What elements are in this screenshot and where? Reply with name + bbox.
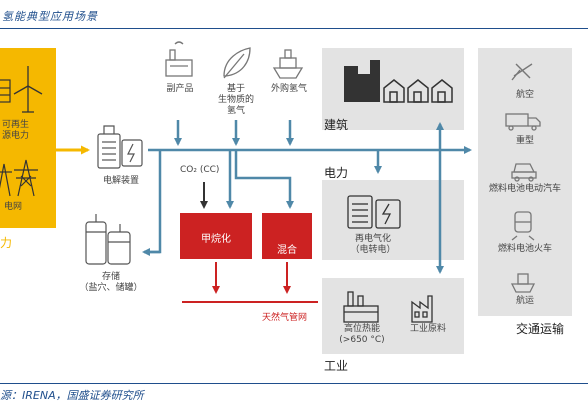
repower-label: 再电气化 （电转电） [342,234,404,256]
storage-label-line1: 存储 [101,272,120,282]
high-heat-label-line2: (>650 °C) [339,335,385,345]
repower-label-line1: 再电气化 [354,234,391,244]
transport-item-heavy-duty: 重型 [515,136,534,146]
wind-turbine-icon [13,66,43,113]
transport-panel [478,48,572,316]
transport-item-fuel-cell-car: 燃料电池电动汽车 [488,184,561,194]
building-label: 建筑 [324,118,349,132]
byproduct-label: 副产品 [166,84,194,94]
page-title: 氢能典型应用场景 [2,10,98,23]
transport-label: 交通运输 [516,322,565,336]
mixing-box: 混合 [262,213,312,259]
renewable-label-line1: 可再生 [2,120,30,130]
high-heat-label: 高位热能 (>650 °C) [334,324,390,346]
biomass-label: 基于 生物质的 氢气 [210,84,262,117]
storage-label-line2: （盐穴、储罐） [79,283,143,293]
methanation-box: 甲烷化 [180,213,252,259]
biomass-label-line3: 氢气 [226,106,245,116]
ship-icon [272,49,304,79]
high-temperature-heat-icon [343,291,379,323]
transport-item-shipping: 航运 [515,296,534,306]
power-tower-icon [0,159,38,197]
factory-icon [165,41,193,77]
biomass-label-line2: 生物质的 [217,95,254,105]
transport-item-aviation: 航空 [515,90,534,100]
power-label: 电力 [324,166,349,180]
transport-item-fuel-cell-train: 燃料电池火车 [497,244,552,254]
co2-label: CO₂ (CC) [180,165,220,175]
industrial-feedstock-label: 工业原料 [409,324,446,334]
footer-divider [0,383,588,384]
gas-grid-label: 天然气管网 [262,313,308,323]
purchased-hydrogen-label: 外购氢气 [270,84,307,94]
fuel-cell-icon [347,195,401,229]
header-divider [0,28,588,29]
mixing-label: 混合 [277,245,297,256]
storage-label: 存储 （盐穴、储罐） [74,272,148,294]
electrolyzer-icon [97,125,143,169]
electrolyzer-label: 电解装置 [102,176,139,186]
ship-transport-icon [510,273,536,293]
grid-label: 电网 [4,202,23,212]
biomass-label-line1: 基于 [226,84,245,94]
to-storage-line [150,150,162,254]
train-icon [511,211,535,241]
leaf-icon [223,47,251,79]
office-building-icon [344,60,380,102]
car-icon [511,163,537,182]
industry-label: 工业 [324,359,349,373]
storage-tank-icon [85,214,131,265]
house-icon [383,79,453,103]
power-partial-label: 力 [0,236,13,250]
renewable-label-line2: 源电力 [2,131,30,141]
methanation-label: 甲烷化 [201,234,231,245]
truck-icon [505,113,541,131]
industrial-feedstock-icon [411,295,433,323]
source-note: 源：IRENA，国盛证券研究所 [0,389,144,402]
industry-panel [322,278,464,354]
repower-label-line2: （电转电） [350,245,396,255]
airplane-icon [511,63,533,81]
renewable-label: 可再生 源电力 [0,120,44,142]
solar-panel-icon [0,79,11,103]
high-heat-label-line1: 高位热能 [343,324,380,334]
to-mixing-arrow [234,150,294,209]
